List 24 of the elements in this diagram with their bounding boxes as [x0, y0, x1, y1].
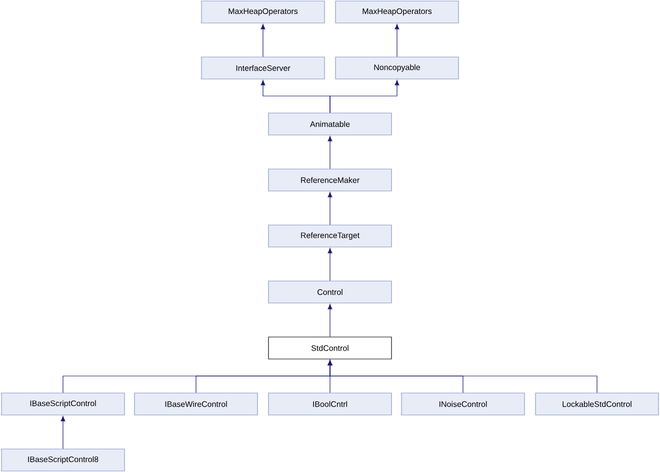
- inheritance-arrow: [328, 304, 332, 337]
- inheritance-arrow: [60, 416, 66, 449]
- class-box: ReferenceTarget: [268, 224, 392, 248]
- inheritance-arrow: [260, 24, 266, 57]
- class-box: IBaseScriptControl8: [1, 448, 125, 472]
- class-box: INoiseControl: [401, 392, 525, 416]
- inheritance-arrow: [328, 248, 332, 281]
- class-box: LockableStdControl: [535, 392, 659, 416]
- class-box: Animatable: [268, 112, 392, 136]
- class-box: ReferenceMaker: [268, 168, 392, 192]
- inheritance-arrow: [394, 24, 400, 57]
- class-box: IBoolCntrl: [268, 392, 392, 416]
- class-box: IBaseScriptControl: [1, 392, 125, 416]
- inheritance-arrow: [328, 136, 332, 169]
- class-box: IBaseWireControl: [134, 392, 258, 416]
- current-class-box: StdControl: [268, 336, 392, 360]
- inheritance-arrow: [330, 80, 400, 113]
- inheritance-arrow: [328, 192, 332, 225]
- class-box: Noncopyable: [335, 56, 459, 80]
- inheritance-arrow: [328, 360, 598, 393]
- class-box: InterfaceServer: [201, 56, 325, 80]
- class-box: MaxHeapOperators: [201, 0, 325, 24]
- class-box: Control: [268, 280, 392, 304]
- class-box: MaxHeapOperators: [335, 0, 459, 24]
